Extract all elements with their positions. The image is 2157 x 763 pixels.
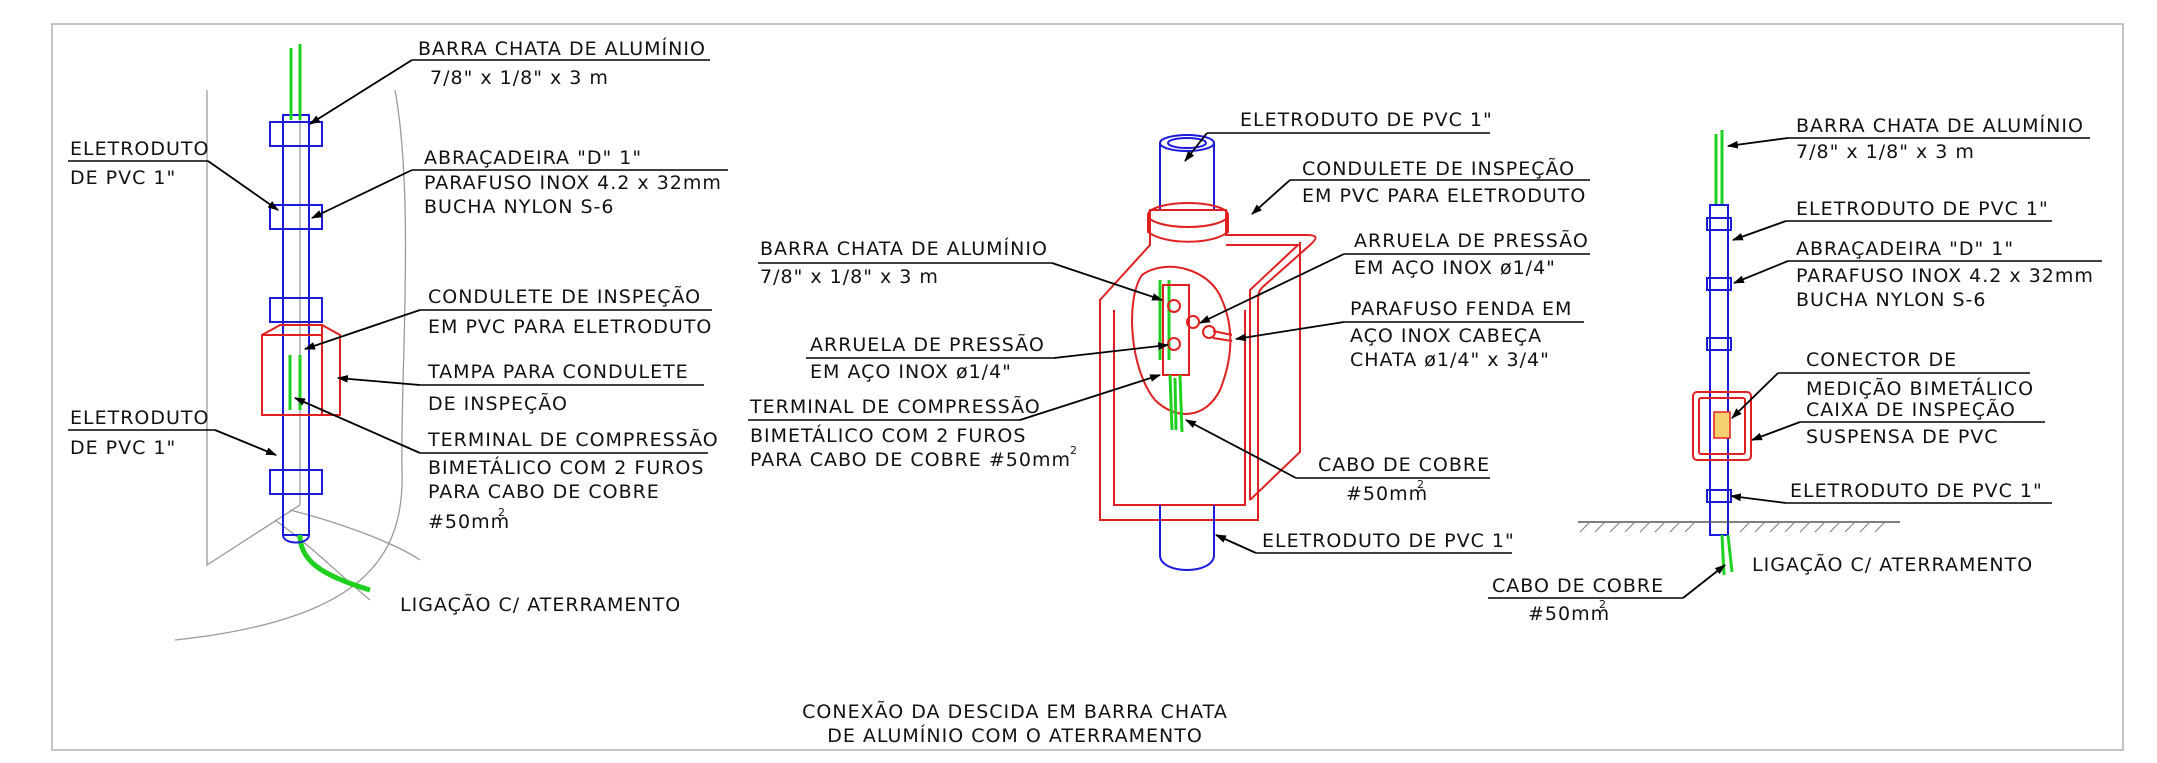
right-bar-label-line1: BARRA CHATA DE ALUMÍNIO bbox=[1796, 114, 2084, 137]
left-cover-line1: TAMPA PARA CONDULETE bbox=[427, 361, 689, 383]
title-line1: CONEXÃO DA DESCIDA EM BARRA CHATA bbox=[802, 700, 1228, 723]
left-conduit-top-line2: DE PVC 1" bbox=[70, 167, 176, 189]
center-cable-sup: 2 bbox=[1417, 478, 1424, 491]
right-view-drawing bbox=[1578, 130, 1900, 576]
right-view-labels: BARRA CHATA DE ALUMÍNIO 7/8" x 1/8" x 3 … bbox=[1488, 114, 2102, 625]
center-washer-right-line2: EM AÇO INOX ø1/4" bbox=[1354, 257, 1556, 279]
left-clamps bbox=[269, 121, 323, 495]
right-connector-line2: MEDIÇÃO BIMETÁLICO bbox=[1806, 377, 2034, 400]
right-inspection-box bbox=[1692, 391, 1752, 461]
center-condulet-line1: CONDULETE DE INSPEÇÃO bbox=[1302, 157, 1575, 180]
left-ground-cable bbox=[297, 534, 371, 593]
left-view-drawing bbox=[174, 44, 421, 641]
left-aluminium-bar bbox=[289, 44, 302, 120]
center-bar-label-line2: 7/8" x 1/8" x 3 m bbox=[760, 266, 939, 288]
center-washer-left-line2: EM AÇO INOX ø1/4" bbox=[810, 361, 1012, 383]
right-cable-line2: #50mm bbox=[1528, 603, 1610, 625]
left-clamp-line3: BUCHA NYLON S-6 bbox=[424, 196, 614, 218]
ground-hatch bbox=[1579, 521, 1886, 533]
sheet-frame bbox=[51, 23, 2124, 751]
left-terminal-line1: TERMINAL DE COMPRESSÃO bbox=[427, 428, 719, 451]
right-clamp-line1: ABRAÇADEIRA "D" 1" bbox=[1796, 238, 2014, 260]
right-box-line1: CAIXA DE INSPEÇÃO bbox=[1806, 398, 2016, 421]
right-conduit-top-label: ELETRODUTO DE PVC 1" bbox=[1796, 198, 2049, 220]
center-view-drawing bbox=[1099, 134, 1317, 571]
left-terminal-line3: PARA CABO DE COBRE bbox=[428, 481, 660, 503]
right-cable-line1: CABO DE COBRE bbox=[1492, 575, 1664, 597]
center-conduit-top-label: ELETRODUTO DE PVC 1" bbox=[1240, 109, 1493, 131]
center-bar-label-line1: BARRA CHATA DE ALUMÍNIO bbox=[760, 237, 1048, 260]
right-bar-label-line2: 7/8" x 1/8" x 3 m bbox=[1796, 141, 1975, 163]
left-cover-line2: DE INSPEÇÃO bbox=[428, 392, 568, 415]
center-cable-line1: CABO DE COBRE bbox=[1318, 454, 1490, 476]
center-condulet-line2: EM PVC PARA ELETRODUTO bbox=[1302, 185, 1586, 207]
center-view-labels: ELETRODUTO DE PVC 1" CONDULETE DE INSPEÇ… bbox=[748, 109, 1590, 554]
center-washer-left-line1: ARRUELA DE PRESSÃO bbox=[810, 333, 1045, 356]
right-ground-label: LIGAÇÃO C/ ATERRAMENTO bbox=[1752, 553, 2033, 576]
left-bar-label-line2: 7/8" x 1/8" x 3 m bbox=[430, 67, 609, 89]
left-clamp-line1: ABRAÇADEIRA "D" 1" bbox=[424, 147, 642, 169]
center-terminal-line3: PARA CABO DE COBRE #50mm bbox=[750, 449, 1071, 471]
ground-mound bbox=[274, 509, 421, 601]
right-clamp-line3: BUCHA NYLON S-6 bbox=[1796, 289, 1986, 311]
center-washer-right-line1: ARRUELA DE PRESSÃO bbox=[1354, 229, 1589, 252]
center-terminal-sup: 2 bbox=[1070, 444, 1077, 457]
center-conduit-bottom-label: ELETRODUTO DE PVC 1" bbox=[1262, 530, 1515, 552]
left-view-labels: BARRA CHATA DE ALUMÍNIO 7/8" x 1/8" x 3 … bbox=[68, 37, 728, 616]
center-terminal-line2: BIMETÁLICO COM 2 FUROS bbox=[750, 424, 1026, 447]
left-ground-label: LIGAÇÃO C/ ATERRAMENTO bbox=[400, 593, 681, 616]
left-conduit-bottom-line1: ELETRODUTO bbox=[70, 407, 209, 429]
left-bar-label-line1: BARRA CHATA DE ALUMÍNIO bbox=[418, 37, 706, 60]
center-condulet-box bbox=[1099, 209, 1317, 521]
title-line2: DE ALUMÍNIO COM O ATERRAMENTO bbox=[827, 724, 1203, 747]
right-connector-line1: CONECTOR DE bbox=[1806, 349, 1957, 371]
drawing-title: CONEXÃO DA DESCIDA EM BARRA CHATA DE ALU… bbox=[802, 700, 1228, 747]
center-terminal-line1: TERMINAL DE COMPRESSÃO bbox=[749, 395, 1041, 418]
left-clamp-line2: PARAFUSO INOX 4.2 x 32mm bbox=[424, 172, 722, 194]
left-terminal-line2: BIMETÁLICO COM 2 FUROS bbox=[428, 456, 704, 479]
left-conduit-bottom-line2: DE PVC 1" bbox=[70, 437, 176, 459]
right-clamp-line2: PARAFUSO INOX 4.2 x 32mm bbox=[1796, 265, 2094, 287]
center-screw-line1: PARAFUSO FENDA EM bbox=[1350, 298, 1572, 320]
center-cable-line2: #50mm bbox=[1346, 483, 1428, 505]
left-terminal-sup: 2 bbox=[498, 506, 505, 519]
right-cable-sup: 2 bbox=[1599, 598, 1606, 611]
left-conduit-top-line1: ELETRODUTO bbox=[70, 138, 209, 160]
left-terminal-line4: #50mm bbox=[428, 511, 510, 533]
left-condulet-box bbox=[261, 334, 323, 416]
right-conduit-bottom-label: ELETRODUTO DE PVC 1" bbox=[1790, 480, 2043, 502]
right-conduit bbox=[1709, 204, 1729, 536]
left-condulet-line1: CONDULETE DE INSPEÇÃO bbox=[428, 285, 701, 308]
center-screw-line3: CHATA ø1/4" x 3/4" bbox=[1350, 349, 1550, 371]
center-screw-line2: AÇO INOX CABEÇA bbox=[1350, 325, 1542, 347]
right-box-line2: SUSPENSA DE PVC bbox=[1806, 426, 1999, 448]
left-condulet-line2: EM PVC PARA ELETRODUTO bbox=[428, 316, 712, 338]
